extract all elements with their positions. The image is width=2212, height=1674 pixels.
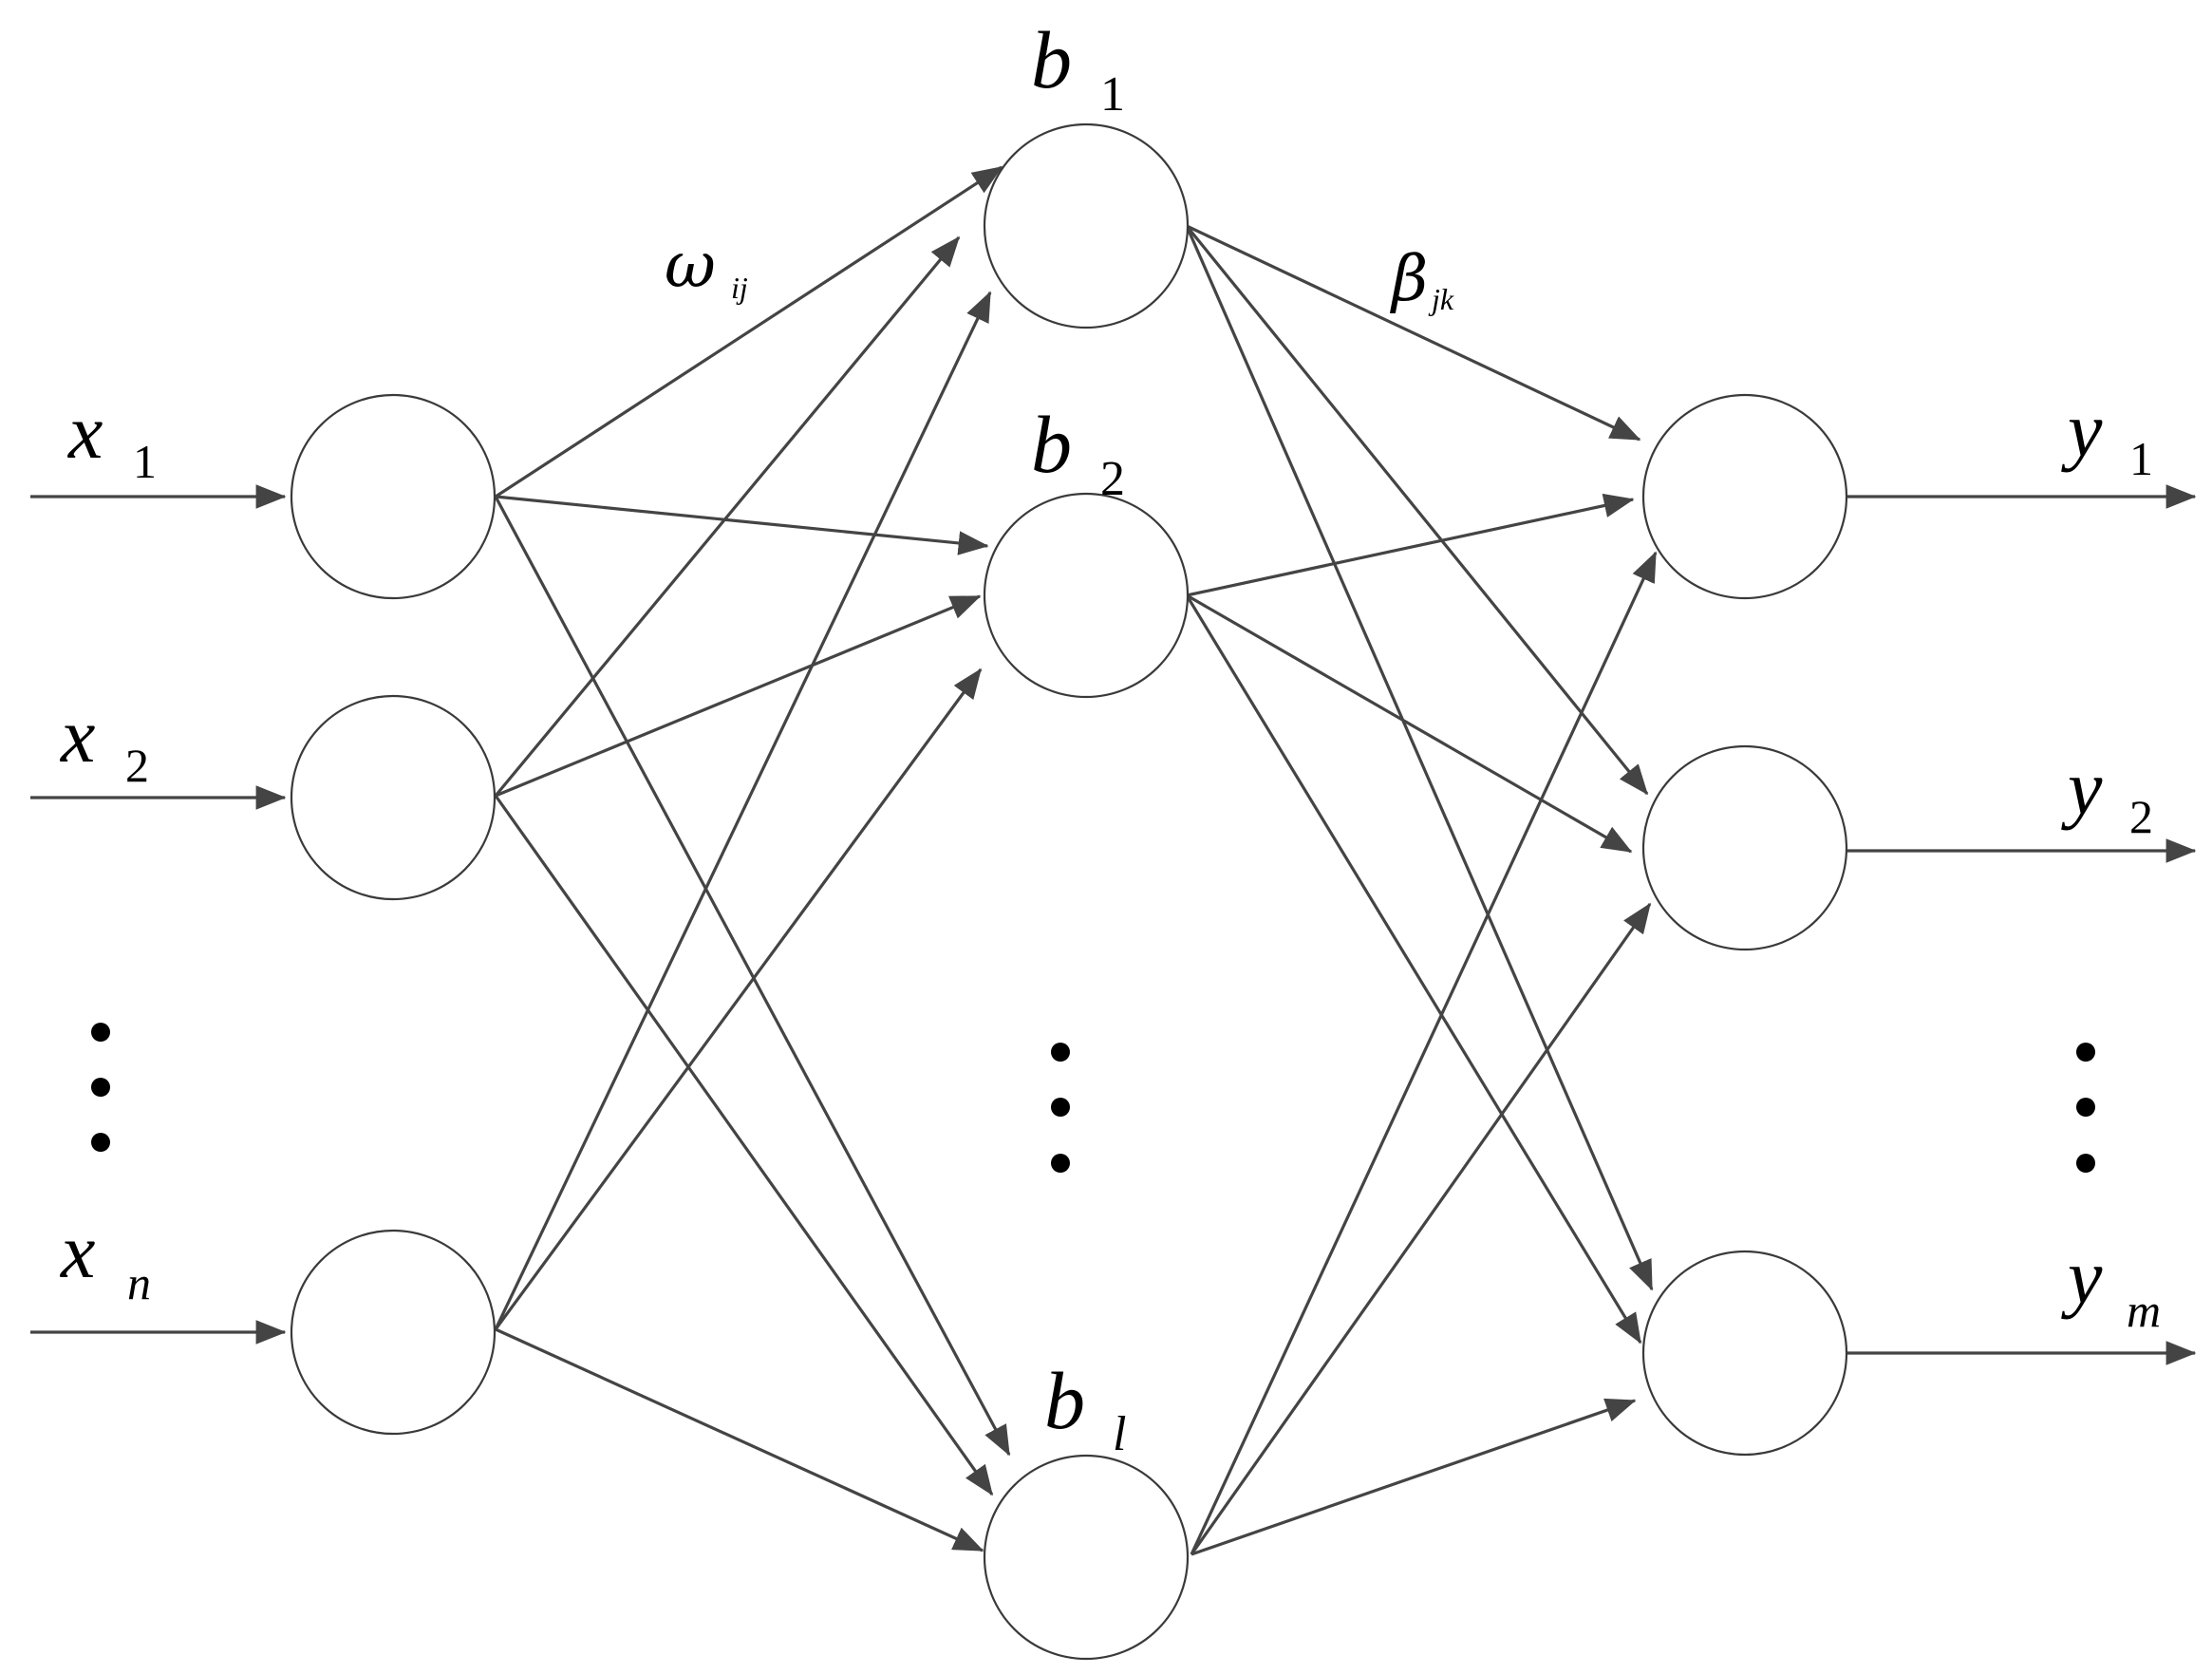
output-ellipsis [2076, 1043, 2095, 1173]
label-ym: y m [2061, 1233, 2161, 1337]
input-layer [290, 393, 497, 1436]
label-x2: x 2 [60, 692, 149, 792]
label-ym-subscript: m [2127, 1284, 2161, 1337]
label-y1-subscript: 1 [2129, 432, 2153, 485]
edge-b2-ym [1185, 594, 1642, 1345]
hidden-output-edges [1185, 224, 1658, 1556]
label-x1: x 1 [67, 388, 157, 488]
input-hidden-edges [494, 165, 1011, 1552]
edge-xn-bl [495, 1327, 984, 1552]
label-y2-subscript: 2 [2129, 790, 2153, 843]
beta-subscript: jk [1428, 282, 1454, 316]
label-y2-symbol: y [2061, 744, 2103, 831]
label-x1-symbol: x [67, 388, 103, 475]
label-ym-symbol: y [2061, 1233, 2103, 1320]
input-node-x2 [290, 694, 497, 901]
edge-xn-b1 [494, 291, 992, 1330]
omega-symbol: ω [665, 229, 716, 302]
hidden-ellipsis [1051, 1043, 1070, 1173]
label-xn: x n [60, 1208, 151, 1309]
edge-xn-b2 [494, 668, 983, 1330]
edge-b1-y1 [1186, 224, 1641, 442]
edge-x2-bl [494, 795, 994, 1496]
label-y1: y 1 [2061, 386, 2153, 485]
hidden-node-bl [983, 1454, 1190, 1661]
edge-bl-ym [1190, 1398, 1637, 1556]
label-x2-subscript: 2 [125, 739, 149, 792]
edge-x1-bl [494, 496, 1011, 1457]
label-b1: b 1 [1031, 14, 1125, 122]
edge-bl-y1 [1190, 551, 1658, 1555]
label-b1-subscript: 1 [1100, 67, 1125, 122]
hidden-node-b1 [983, 122, 1190, 329]
label-xn-symbol: x [60, 1208, 95, 1294]
label-b1-symbol: b [1031, 14, 1072, 105]
edge-x1-b1 [495, 165, 1003, 498]
label-b2-subscript: 2 [1100, 452, 1125, 506]
label-x1-subscript: 1 [133, 435, 157, 488]
label-y2: y 2 [2061, 744, 2153, 843]
output-node-y2 [1641, 744, 1848, 951]
output-node-y1 [1641, 393, 1848, 600]
input-lines [30, 484, 287, 1345]
omega-subscript: ij [731, 271, 748, 305]
label-xn-subscript: n [127, 1256, 151, 1309]
label-bl-symbol: b [1044, 1355, 1085, 1446]
label-y1-symbol: y [2061, 386, 2103, 473]
hidden-node-b2 [983, 492, 1190, 699]
input-node-xn [290, 1229, 497, 1436]
edge-b1-ym [1185, 225, 1654, 1291]
edge-x2-b1 [494, 235, 961, 798]
edge-bl-y2 [1190, 902, 1652, 1555]
label-bl-subscript: l [1113, 1407, 1126, 1461]
output-lines [1846, 484, 2197, 1365]
label-b2: b 2 [1031, 399, 1125, 506]
label-b2-symbol: b [1031, 399, 1072, 490]
label-bl: b l [1044, 1355, 1126, 1461]
input-ellipsis [91, 1023, 110, 1152]
edge-b2-y2 [1186, 593, 1633, 854]
output-layer [1641, 393, 1848, 1457]
output-node-ym [1641, 1250, 1848, 1457]
edge-x1-b2 [495, 495, 989, 555]
label-omega-ij: ω ij [665, 229, 748, 305]
input-node-x1 [290, 393, 497, 600]
edge-b1-y2 [1185, 224, 1649, 796]
hidden-layer [983, 122, 1190, 1661]
label-x2-symbol: x [60, 692, 95, 779]
beta-symbol: β [1389, 242, 1428, 315]
label-beta-jk: β jk [1389, 242, 1454, 316]
edge-x2-b2 [495, 594, 982, 798]
edge-b2-y1 [1186, 493, 1635, 597]
